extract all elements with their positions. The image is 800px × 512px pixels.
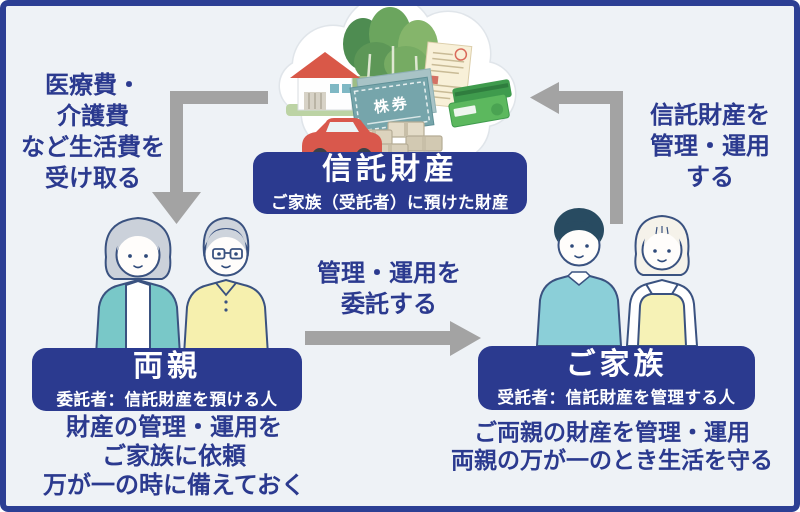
receive-flow-line: 介護費 — [57, 103, 129, 130]
manage-flow-label: 信託財産を 管理・運用 する — [628, 100, 792, 193]
bank-cards-icon — [448, 79, 512, 128]
elderly-woman-figure — [94, 216, 182, 355]
parents-illustration — [94, 216, 270, 355]
trust-asset-subtitle: ご家族（受託者）に預けた財産 — [271, 194, 509, 212]
family-subtitle: 受託者：信託財産を管理する人 — [497, 389, 736, 407]
elderly-man-figure — [182, 216, 270, 355]
receive-flow-line: 受け取る — [45, 165, 141, 192]
stock-certificate-icon: 株券 — [349, 68, 437, 137]
young-woman-figure — [625, 214, 699, 346]
stock-certificate-label: 株券 — [373, 94, 411, 117]
parents-description-line: 財産の管理・運用を — [66, 414, 282, 441]
family-illustration — [535, 208, 699, 346]
parents-badge: 両親 委託者：信託財産を預ける人 — [32, 348, 302, 411]
manage-flow-line: 管理・運用 — [650, 133, 770, 160]
arrow-receive-down-icon — [152, 91, 268, 224]
arrow-entrust-right-icon — [305, 321, 481, 356]
receive-flow-line: 医療費・ — [45, 72, 141, 99]
document-icon — [420, 41, 473, 109]
parents-title: 両親 — [133, 349, 201, 383]
manage-flow-line: する — [686, 164, 734, 191]
receive-flow-label: 医療費・ 介護費 など生活費を 受け取る — [5, 70, 181, 194]
parents-description: 財産の管理・運用を ご家族に依頼 万が一の時に備えておく — [5, 413, 343, 500]
entrust-flow-line: 委託する — [341, 291, 437, 318]
parents-description-line: ご家族に依頼 — [102, 443, 246, 470]
parents-description-line: 万が一の時に備えておく — [42, 472, 306, 499]
parents-subtitle: 委託者：信託財産を預ける人 — [56, 390, 278, 409]
house-icon — [286, 52, 366, 116]
trust-asset-badge: 信託財産 ご家族（受託者）に預けた財産 — [253, 152, 527, 214]
family-description-line: 両親の万が一のとき生活を守る — [451, 447, 773, 473]
family-badge: ご家族 受託者：信託財産を管理する人 — [478, 346, 755, 410]
entrust-flow-line: 管理・運用を — [317, 260, 461, 287]
receive-flow-line: など生活費を — [21, 134, 165, 161]
young-man-figure — [535, 208, 623, 346]
family-description: ご両親の財産を管理・運用 両親の万が一のとき生活を守る — [436, 418, 788, 474]
trust-assets-illustration: 株券 — [278, 4, 517, 169]
trust-asset-title: 信託財産 — [322, 153, 458, 186]
manage-flow-line: 信託財産を — [650, 102, 770, 129]
family-description-line: ご両親の財産を管理・運用 — [474, 419, 750, 445]
entrust-flow-label: 管理・運用を 委託する — [298, 258, 480, 320]
arrow-manage-up-left-icon — [530, 82, 623, 224]
family-title: ご家族 — [565, 348, 668, 381]
